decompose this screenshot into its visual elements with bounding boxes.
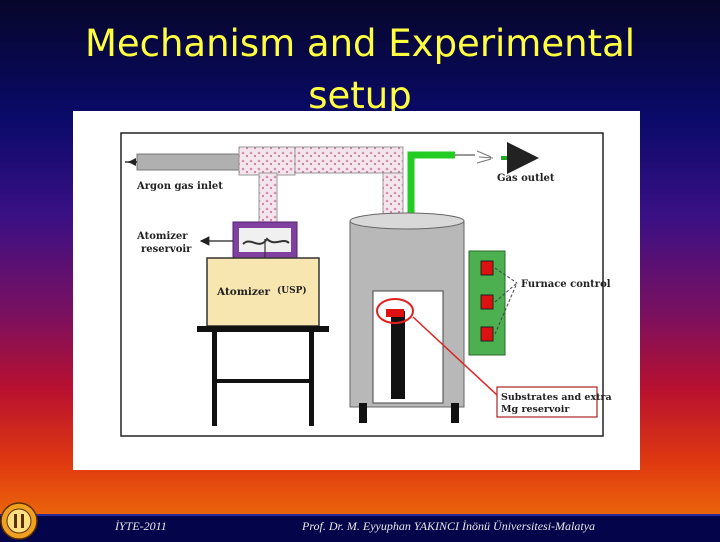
- substrates-label-1: Substrates and extra: [501, 392, 612, 403]
- gas-outlet-label: Gas outlet: [497, 173, 555, 184]
- footer-author: Prof. Dr. M. Eyyuphan YAKINCI İnönü Üniv…: [302, 519, 596, 533]
- atomizer-table: [197, 326, 329, 426]
- furnace: [349, 212, 465, 423]
- atomizer-reservoir: [232, 221, 298, 289]
- atomizer-reservoir-label-1: Atomizer: [136, 231, 188, 242]
- experimental-setup-diagram: Argon gas inlet Gas outlet Atomizer rese…: [73, 111, 640, 470]
- substrates-label-box: [496, 386, 598, 418]
- substrates-label-2: Mg reservoir: [501, 404, 570, 415]
- title-line-2: setup: [308, 74, 412, 117]
- footer-bar: [0, 514, 720, 542]
- usp-label: (USP): [277, 285, 307, 296]
- mist-tube-horizontal: [294, 146, 404, 174]
- atomizer-label: Atomizer: [216, 286, 271, 298]
- title-line-1: Mechanism and Experimental: [84, 22, 636, 65]
- furnace-control-label: Furnace control: [521, 279, 611, 290]
- slide-title: Mechanism and Experimental setup: [0, 18, 720, 122]
- footer-institution: İYTE-2011: [115, 519, 167, 533]
- university-logo-icon: [0, 502, 38, 540]
- furnace-control-panel: [468, 250, 518, 356]
- argon-inlet-label: Argon gas inlet: [136, 181, 223, 192]
- setup-schematic: Argon gas inlet Gas outlet Atomizer rese…: [120, 132, 612, 437]
- substrates-pointer: [412, 316, 498, 396]
- atomizer-reservoir-label-2: reservoir: [141, 244, 192, 255]
- atomizer-body: [206, 257, 320, 327]
